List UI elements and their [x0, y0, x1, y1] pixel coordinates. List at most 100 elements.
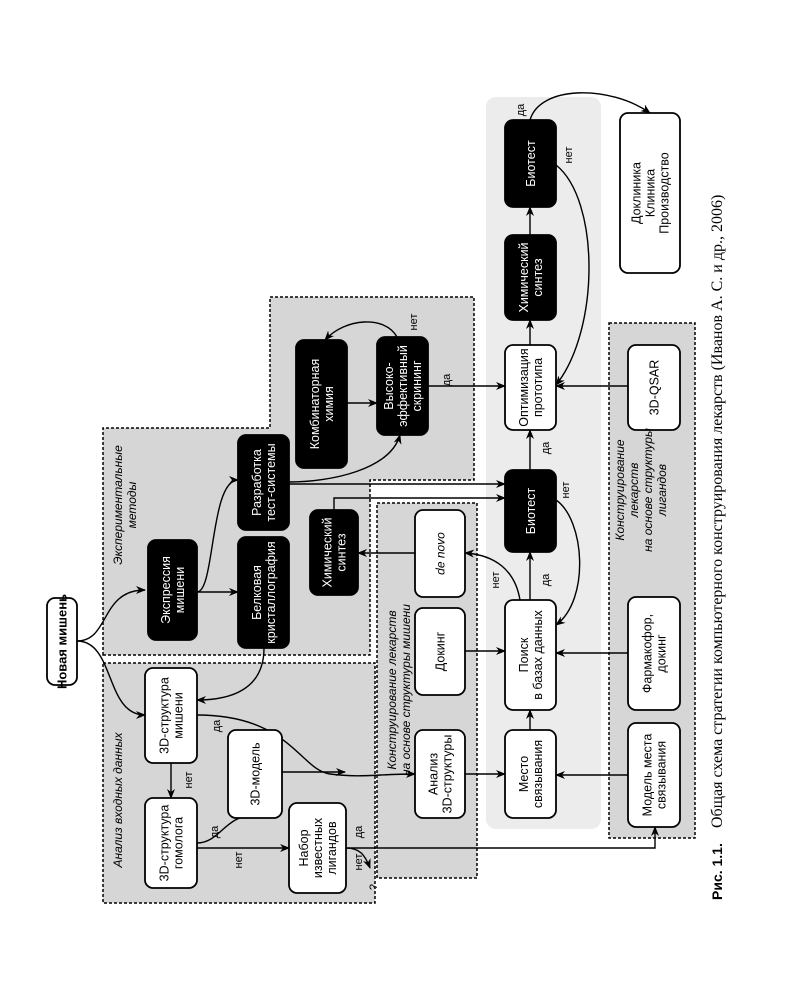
node-label: Биотест	[524, 140, 538, 187]
node-label-line: Анализ	[427, 753, 441, 795]
node-box	[295, 339, 348, 469]
label-ligands-yes-text: да	[353, 825, 365, 838]
label-biotop-no: нет	[563, 147, 575, 164]
label-target-no: нет	[183, 772, 195, 789]
node-label-line: Химический	[517, 242, 531, 312]
node-label-line: мишени	[172, 692, 186, 738]
node-label-line: Высоко-	[382, 362, 396, 409]
group-label-ligand-based-line: лекарств	[627, 463, 641, 519]
node-label-line: Белковая	[250, 565, 264, 620]
node-label-line: синтез	[335, 533, 349, 571]
label-hts-no-text: нет	[408, 314, 420, 331]
node-label-line: известных	[311, 817, 325, 878]
group-label-ligand-based-line: на основе структуры	[641, 428, 655, 552]
node-label-line: Модель места	[641, 734, 655, 817]
node-label-line: 3D-структура	[158, 677, 172, 754]
label-target-no-text: нет	[183, 772, 195, 789]
label-ligands-yes: да	[353, 825, 365, 838]
node-label-line: эффективный	[396, 345, 410, 427]
label-search-yes: да	[540, 573, 552, 586]
node-new-target: Новая мишень	[46, 594, 78, 689]
label-search-yes-text: да	[540, 573, 552, 586]
node-label: Новая мишень	[55, 594, 70, 689]
node-box	[504, 729, 557, 819]
node-label-line: Новая мишень	[55, 594, 70, 689]
node-model-3d: 3D-модель	[227, 729, 283, 819]
label-search-no: нет	[490, 572, 502, 589]
node-box	[414, 729, 466, 819]
node-label: Биотест	[524, 488, 538, 535]
node-label-line: Комбинаторная	[308, 359, 322, 450]
node-box	[309, 509, 359, 596]
node-label-line: Разработка	[250, 449, 264, 516]
label-biotest-no-text: нет	[560, 482, 572, 499]
node-label-line: Химический	[321, 517, 335, 587]
node-label-line: Место	[517, 756, 531, 792]
edge-hts-loop	[324, 321, 398, 341]
node-label-line: Набор	[297, 829, 311, 866]
node-box	[627, 344, 681, 431]
node-label-line: химия	[322, 386, 336, 422]
label-hts-yes: да	[441, 373, 453, 386]
node-box	[237, 434, 290, 531]
edge-new-target-expression	[76, 586, 146, 642]
label-homolog-yes-text: да	[209, 825, 221, 838]
node-biotest-mid: Биотест	[504, 469, 557, 553]
node-box	[144, 667, 198, 764]
node-box	[227, 729, 283, 819]
node-label-line: Докинг	[434, 631, 448, 671]
label-hts-yes-text: да	[441, 373, 453, 386]
node-box	[504, 599, 557, 711]
label-homolog-no: нет	[233, 852, 245, 869]
edge-search-denovo	[464, 549, 521, 601]
node-label-line: мишени	[173, 567, 187, 613]
label-unknown-text: ?	[368, 884, 380, 890]
node-label: Докинг	[434, 631, 448, 671]
edge-chem-biotest	[333, 494, 506, 510]
label-search-no-text: нет	[490, 572, 502, 589]
node-label-line: de novo	[434, 532, 448, 575]
label-homolog-no-text: нет	[233, 852, 245, 869]
node-box	[144, 797, 198, 889]
node-label-line: Биотест	[524, 140, 538, 187]
node-label-line: Поиск	[517, 637, 531, 672]
edge-biotest-search	[555, 499, 581, 626]
node-label-line: 3D-структура	[158, 805, 172, 882]
label-biotest-yes: да	[540, 441, 552, 454]
node-box	[376, 336, 429, 436]
edge-ligands-unknown	[345, 847, 371, 869]
node-label-line: Биотест	[524, 488, 538, 535]
node-label-line: Доклиника	[630, 162, 644, 224]
node-label-line: Экспрессия	[159, 556, 173, 624]
label-biotop-yes-text: да	[515, 103, 527, 116]
node-label-line: гомолога	[172, 817, 186, 869]
node-qsar: 3D-QSAR	[627, 344, 681, 431]
node-box	[504, 234, 557, 321]
group-label-target-based-line: на основе структуры мишени	[399, 604, 413, 776]
group-label-target-based-line: Конструирование лекарств	[385, 610, 399, 769]
group-label-ligand-based-line: Конструирование	[613, 439, 627, 540]
node-label-line: докинг	[655, 634, 669, 673]
node-biotest-top: Биотест	[504, 119, 557, 208]
node-label-line: в базах данных	[531, 610, 545, 700]
node-box	[147, 539, 198, 641]
